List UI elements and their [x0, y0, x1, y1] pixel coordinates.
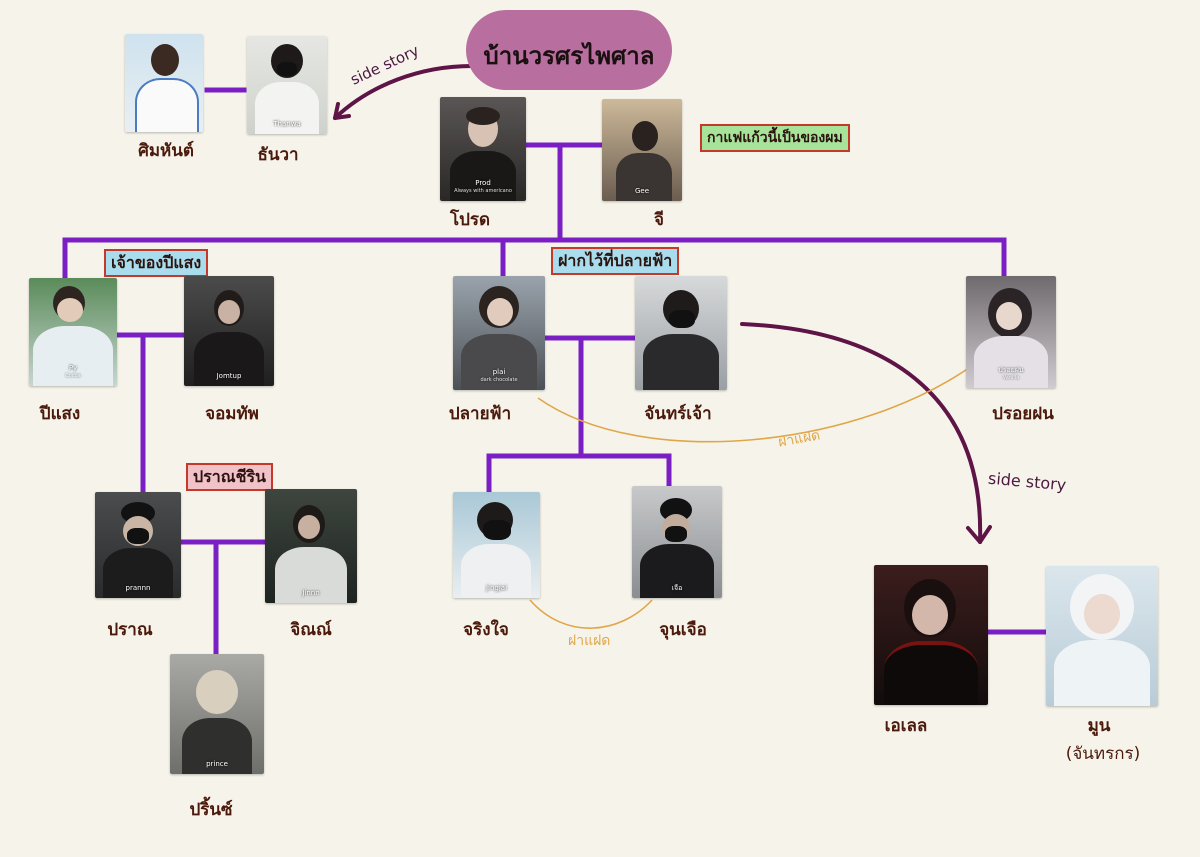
label-pisaeng-owner-text: เจ้าของปีแสง	[111, 253, 202, 272]
name-jingjai: จริงใจ	[463, 620, 509, 640]
name-thanwa: ธันวา	[257, 145, 299, 165]
photo-jomtup: Jomtup	[184, 276, 274, 386]
name-moon: มูน	[1087, 716, 1111, 736]
label-plaifah-text: ฝากไว้ที่ปลายฟ้า	[558, 251, 673, 270]
twin-label-2: ฝาแฝด	[568, 633, 611, 649]
name-simhan: ศิมหันต์	[138, 141, 194, 161]
label-coffee: กาแฟแก้วนี้เป็นของผม	[700, 124, 850, 152]
photo-gee: Gee	[602, 99, 682, 201]
twin-link-plai-proifon	[537, 359, 981, 443]
arrow-janjao-to-ale-head	[966, 525, 992, 544]
name-prod: โปรด	[449, 210, 491, 230]
name-moon-subname: (จันทรกร)	[1065, 744, 1141, 764]
name-pisaeng: ปีแสง	[39, 404, 81, 424]
name-pran: ปราณ	[107, 620, 153, 640]
photo-jingjai: Jingjai	[453, 492, 540, 598]
photo-janjao	[635, 276, 727, 390]
photo-thanwa: Thanwa	[247, 36, 327, 134]
name-prince: ปริ้นซ์	[189, 800, 233, 820]
photo-jomtup-tag: Jomtup	[216, 372, 242, 380]
twin-link-jingjai-junjuea	[529, 599, 653, 629]
photo-moon	[1046, 566, 1158, 706]
name-junjuea: จุนเจือ	[659, 620, 707, 640]
label-prancharin-text: ปราณชีริน	[193, 467, 266, 486]
photo-gee-tag: Gee	[634, 187, 650, 195]
photo-simhan	[125, 34, 203, 132]
photo-junjuea: เจือ	[632, 486, 722, 598]
arrow-janjao-to-ale	[740, 322, 983, 544]
label-plaifah: ฝากไว้ที่ปลายฟ้า	[551, 247, 680, 275]
photo-jinn-tag: Jinnn	[302, 589, 320, 597]
photo-pran-tag: prannn	[125, 584, 151, 592]
label-prancharin: ปราณชีริน	[186, 463, 273, 491]
photo-junjuea-tag: เจือ	[671, 584, 683, 592]
label-coffee-text: กาแฟแก้วนี้เป็นของผม	[707, 130, 843, 146]
name-gee: จี	[654, 210, 664, 230]
photo-jinn: Jinnn	[265, 489, 357, 603]
name-ale: เอเลล	[884, 716, 928, 736]
photo-jingjai-tag: Jingjai	[485, 584, 508, 592]
name-janjao: จันทร์เจ้า	[644, 404, 712, 424]
name-plaifah: ปลายฟ้า	[448, 404, 512, 424]
name-proifon: ปรอยฝน	[992, 404, 1054, 424]
label-pisaeng-owner: เจ้าของปีแสง	[104, 249, 209, 277]
name-jomtup: จอมทัพ	[205, 404, 259, 424]
photo-prince-tag: prince	[206, 760, 228, 768]
family-title: บ้านวรศรไพศาล	[466, 10, 672, 90]
name-jinn: จิณณ์	[290, 620, 332, 640]
photo-prince: prince	[170, 654, 264, 774]
arrow-title-to-thanwa	[333, 64, 474, 120]
photo-thanwa-tag: Thanwa	[273, 120, 301, 128]
arrow-title-to-thanwa-head	[333, 102, 351, 120]
photo-ale	[874, 565, 988, 705]
family-title-text: บ้านวรศรไพศาล	[483, 42, 655, 70]
photo-pran: prannn	[95, 492, 181, 598]
